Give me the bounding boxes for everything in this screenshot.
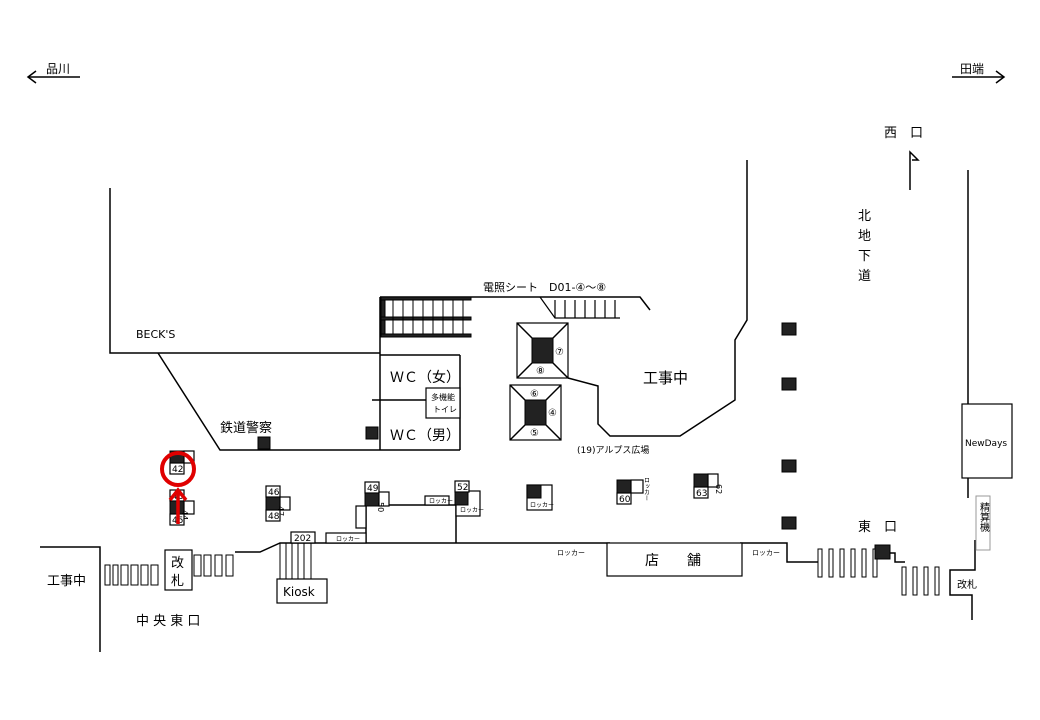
svg-text:ロッカー: ロッカー — [336, 536, 360, 543]
pillar-42-label: 42 — [172, 465, 183, 475]
pillar-plain-locker: ロッカー — [526, 484, 554, 511]
central-gate: 改 札 — [164, 549, 193, 591]
wc-female-label: ＷＣ（女） — [390, 369, 460, 386]
railway-police-label: 鉄道警察 — [220, 420, 272, 436]
svg-text:202: 202 — [294, 534, 311, 544]
svg-text:④: ④ — [548, 408, 557, 419]
construction-left-label: 工事中 — [47, 574, 86, 589]
shop: 店 舗 — [606, 542, 743, 577]
pillar-46-48: 46 47 48 — [265, 485, 291, 522]
pillar-62-63: 62 63 — [693, 473, 723, 499]
svg-text:トイレ: トイレ — [433, 405, 457, 414]
svg-text:49: 49 — [367, 484, 379, 494]
kiosk: 202 Kiosk — [276, 531, 328, 604]
svg-text:精算機: 精算機 — [978, 501, 990, 533]
svg-text:地: 地 — [858, 229, 871, 244]
stairs-west — [380, 296, 472, 338]
direction-right: 田端 — [952, 62, 1006, 84]
svg-text:改: 改 — [171, 556, 184, 571]
west-exit-label: 西 口 — [884, 126, 923, 141]
svg-text:48: 48 — [268, 512, 280, 522]
construction-label: 工事中 — [643, 369, 688, 387]
central-gates — [104, 554, 234, 586]
svg-text:52: 52 — [457, 483, 468, 493]
svg-text:⑤: ⑤ — [530, 428, 539, 439]
pillar-sign-7-8: ⑦ ⑧ — [516, 322, 569, 379]
wc-male-label: ＷＣ（男） — [390, 428, 460, 444]
becks-label: BECK'S — [136, 328, 175, 341]
svg-text:店 舗: 店 舗 — [645, 553, 701, 569]
direction-left: 品川 — [26, 62, 80, 84]
svg-text:下: 下 — [858, 249, 871, 264]
walls — [40, 160, 976, 652]
fare-adjustment-machine: 精算機 — [975, 495, 991, 551]
svg-text:⑥: ⑥ — [530, 389, 539, 400]
east-gates — [817, 548, 940, 596]
svg-text:道: 道 — [858, 269, 871, 284]
svg-text:62: 62 — [714, 484, 723, 494]
west-exit-arrow-icon — [909, 150, 920, 190]
svg-text:ロッカー: ロッカー — [530, 502, 554, 509]
pillar-sign-4-5-6: ⑥ ④ ⑤ — [509, 384, 562, 441]
multi-toilet: 多機能 トイレ — [425, 387, 461, 419]
sign-sheet-label: 電照シート D01-④～⑧ — [483, 281, 606, 294]
locker-label: ロッカー — [752, 549, 780, 557]
svg-text:ロッカー: ロッカー — [429, 498, 453, 505]
svg-text:NewDays: NewDays — [965, 439, 1007, 449]
svg-text:多機能: 多機能 — [431, 392, 455, 402]
svg-text:札: 札 — [171, 574, 184, 589]
alps-plaza-label: (19)アルプス広場 — [577, 444, 649, 456]
svg-text:⑧: ⑧ — [536, 366, 545, 377]
direction-right-label: 田端 — [960, 62, 984, 76]
central-east-exit-label: 中 央 東 口 — [136, 613, 200, 629]
svg-text:60: 60 — [619, 495, 631, 505]
svg-text:Kiosk: Kiosk — [283, 585, 315, 599]
target-arrow-icon — [168, 487, 188, 524]
svg-text:ロッカー: ロッカー — [460, 507, 484, 514]
svg-text:北: 北 — [858, 209, 871, 224]
svg-text:50: 50 — [376, 502, 385, 512]
stairs-east — [539, 296, 620, 319]
svg-text:46: 46 — [268, 488, 280, 498]
svg-text:63: 63 — [696, 489, 707, 499]
north-underpass-label: 北 地 下 道 — [858, 209, 871, 284]
svg-text:ロッカー: ロッカー — [643, 477, 650, 501]
direction-left-label: 品川 — [46, 62, 70, 76]
east-gate-label: 改札 — [957, 578, 977, 591]
target-highlight-circle — [160, 451, 196, 487]
newdays-shop: NewDays — [961, 403, 1013, 479]
locker-label: ロッカー — [557, 549, 585, 557]
east-exit-label: 東 口 — [858, 519, 897, 535]
svg-text:⑦: ⑦ — [555, 347, 564, 358]
pillar-60: 60 ロッカー — [616, 477, 650, 505]
locker-block-49-52: ロッカー ロッカー ロッカー 49 50 52 — [325, 480, 484, 544]
